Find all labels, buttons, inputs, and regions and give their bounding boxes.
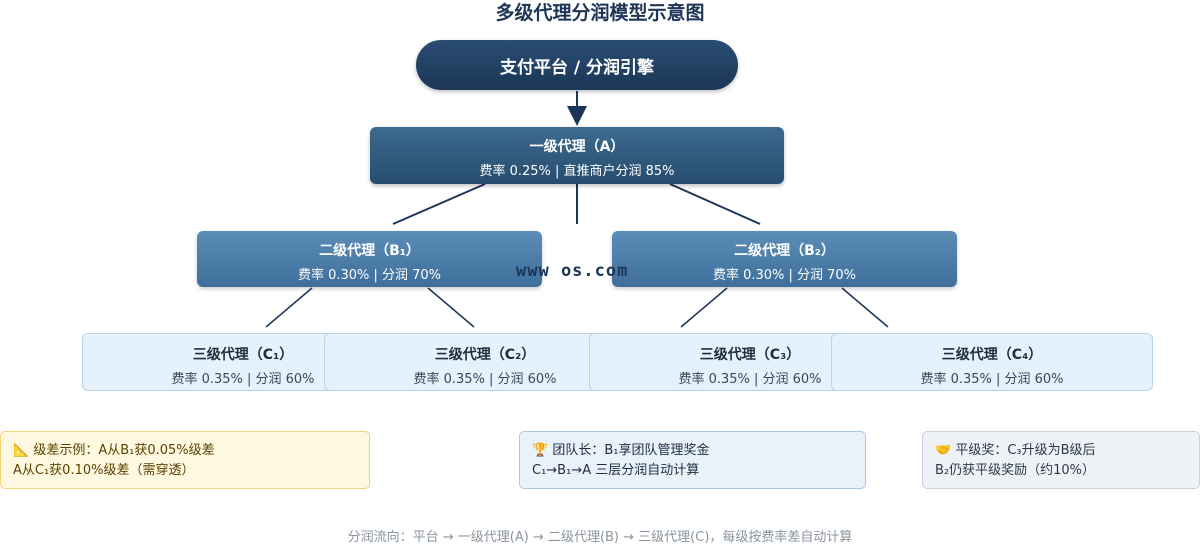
- note-text: 级差示例：A从B₁获0.05%级差: [33, 443, 215, 458]
- trophy-icon: 🏆: [532, 443, 549, 458]
- node-meta: 费率 0.35% | 分润 60%: [171, 372, 315, 387]
- level2-node-b1: 二级代理（B₁） 费率 0.30% | 分润 70%: [197, 231, 542, 287]
- level3-node-c4: 三级代理（C₄） 费率 0.35% | 分润 60%: [831, 333, 1153, 391]
- node-meta: 费率 0.30% | 分润 70%: [297, 268, 442, 283]
- level1-node-a: 一级代理（A） 费率 0.25% | 直推商户分润 85%: [370, 127, 784, 184]
- note-text: 平级奖：C₃升级为B级后: [955, 443, 1096, 458]
- node-name: 三级代理（C₁）: [192, 347, 294, 363]
- connector-b2-c4: [841, 287, 889, 328]
- diagram-title: 多级代理分润模型示意图: [495, 2, 705, 24]
- connector-b1-c2: [427, 287, 475, 328]
- note-line: B₂仍获平级奖励（约10%）: [935, 463, 1096, 478]
- note-level-difference: 📐 级差示例：A从B₁获0.05%级差 A从C₁获0.10%级差（需穿透）: [0, 431, 370, 489]
- note-line: 🤝 平级奖：C₃升级为B级后: [935, 441, 1187, 461]
- note-line: C₁→B₁→A 三层分润自动计算: [532, 463, 700, 478]
- root-node-platform: 支付平台 / 分润引擎: [416, 40, 738, 90]
- node-name: 二级代理（B₂）: [734, 243, 835, 259]
- node-name: 三级代理（C₃）: [699, 347, 801, 363]
- ruler-icon: 📐: [13, 443, 30, 458]
- node-meta: 费率 0.35% | 分润 60%: [678, 372, 822, 387]
- node-name: 三级代理（C₄）: [941, 347, 1043, 363]
- watermark: www os.com: [516, 261, 629, 281]
- note-line: 🏆 团队长：B₁享团队管理奖金: [532, 441, 853, 461]
- footer-flow-description: 分润流向：平台 → 一级代理(A) → 二级代理(B) → 三级代理(C)，每级…: [347, 530, 853, 545]
- node-meta: 费率 0.30% | 分润 70%: [712, 268, 857, 283]
- node-name: 一级代理（A）: [529, 139, 625, 155]
- node-name: 三级代理（C₂）: [434, 347, 536, 363]
- connector-b2-c3: [680, 287, 728, 328]
- handshake-icon: 🤝: [935, 443, 952, 458]
- note-line: 📐 级差示例：A从B₁获0.05%级差: [13, 441, 357, 461]
- node-name: 二级代理（B₁）: [319, 243, 420, 259]
- level2-node-b2: 二级代理（B₂） 费率 0.30% | 分润 70%: [612, 231, 957, 287]
- note-line: A从C₁获0.10%级差（需穿透）: [13, 463, 195, 478]
- connector-b1-c1: [265, 287, 313, 328]
- note-text: 团队长：B₁享团队管理奖金: [552, 443, 710, 458]
- connector-a-b2: [669, 183, 761, 225]
- node-meta: 费率 0.35% | 分润 60%: [920, 372, 1064, 387]
- node-meta: 费率 0.25% | 直推商户分润 85%: [479, 164, 675, 179]
- note-peer-bonus: 🤝 平级奖：C₃升级为B级后 B₂仍获平级奖励（约10%）: [922, 431, 1200, 489]
- node-meta: 费率 0.35% | 分润 60%: [413, 372, 557, 387]
- note-team-leader: 🏆 团队长：B₁享团队管理奖金 C₁→B₁→A 三层分润自动计算: [519, 431, 866, 489]
- connector-a-b1: [392, 183, 486, 225]
